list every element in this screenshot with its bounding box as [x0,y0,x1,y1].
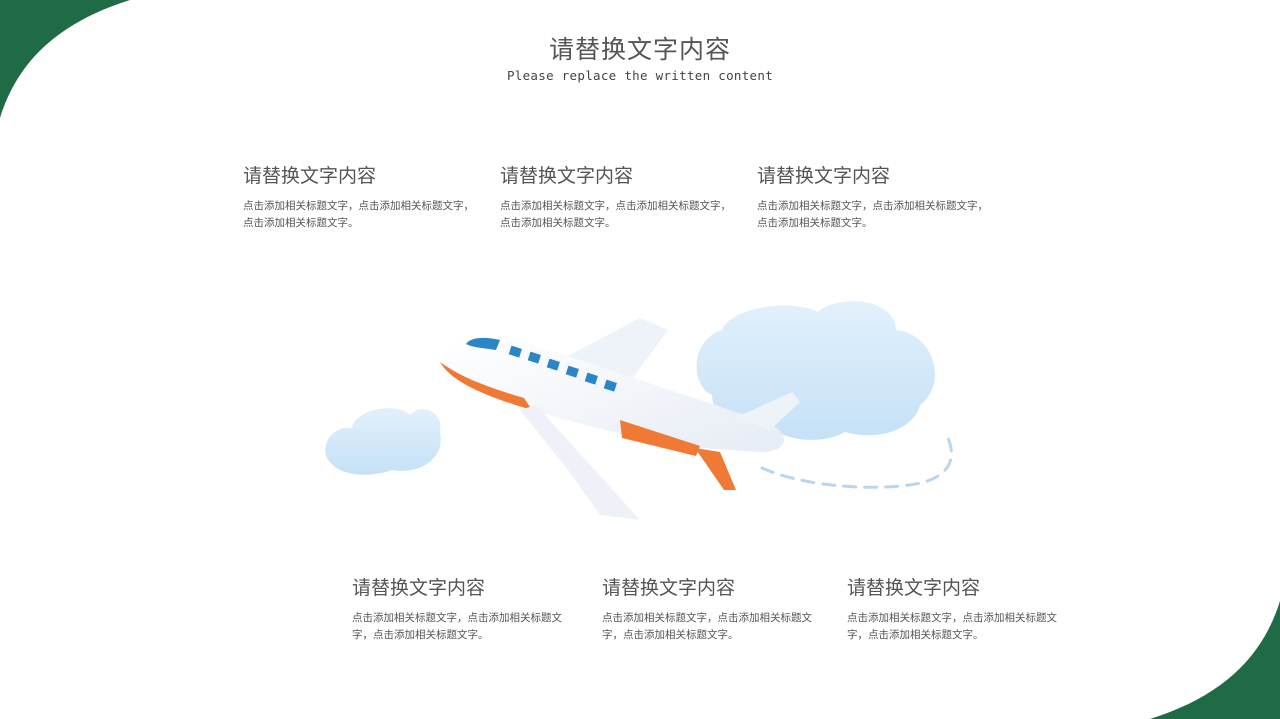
flight-path [760,430,953,489]
card-description: 点击添加相关标题文字，点击添加相关标题文字，点击添加相关标题文字。 [602,612,812,641]
card-title: 请替换文字内容 [847,577,981,599]
cloud-icon [696,301,936,440]
card-title: 请替换文字内容 [757,165,891,187]
page-header: 请替换文字内容 Please replace the written conte… [0,34,1280,83]
page-subtitle: Please replace the written content [506,68,774,83]
content-card: 请替换文字内容 点击添加相关标题文字，点击添加相关标题文字，点击添加相关标题文字… [352,576,567,644]
content-card: 请替换文字内容 点击添加相关标题文字，点击添加相关标题文字，点击添加相关标题文字… [243,164,483,232]
card-description: 点击添加相关标题文字，点击添加相关标题文字，点击添加相关标题文字。 [352,612,562,641]
card-title: 请替换文字内容 [352,577,486,599]
card-description: 点击添加相关标题文字，点击添加相关标题文字，点击添加相关标题文字。 [500,200,731,229]
card-description: 点击添加相关标题文字，点击添加相关标题文字，点击添加相关标题文字。 [847,612,1057,641]
card-description: 点击添加相关标题文字，点击添加相关标题文字，点击添加相关标题文字。 [243,200,474,229]
content-card: 请替换文字内容 点击添加相关标题文字，点击添加相关标题文字，点击添加相关标题文字… [602,576,817,644]
content-card: 请替换文字内容 点击添加相关标题文字，点击添加相关标题文字，点击添加相关标题文字… [500,164,740,232]
corner-decoration-bottom-right [1150,601,1280,719]
content-card: 请替换文字内容 点击添加相关标题文字，点击添加相关标题文字，点击添加相关标题文字… [757,164,997,232]
content-card: 请替换文字内容 点击添加相关标题文字，点击添加相关标题文字，点击添加相关标题文字… [847,576,1062,644]
airplane-illustration [325,301,953,520]
card-title: 请替换文字内容 [500,165,634,187]
card-title: 请替换文字内容 [602,577,736,599]
cloud-icon [325,408,441,475]
corner-decoration-top-left [0,0,130,118]
page-title: 请替换文字内容 [548,35,731,64]
card-description: 点击添加相关标题文字，点击添加相关标题文字，点击添加相关标题文字。 [757,200,988,229]
card-title: 请替换文字内容 [243,165,377,187]
